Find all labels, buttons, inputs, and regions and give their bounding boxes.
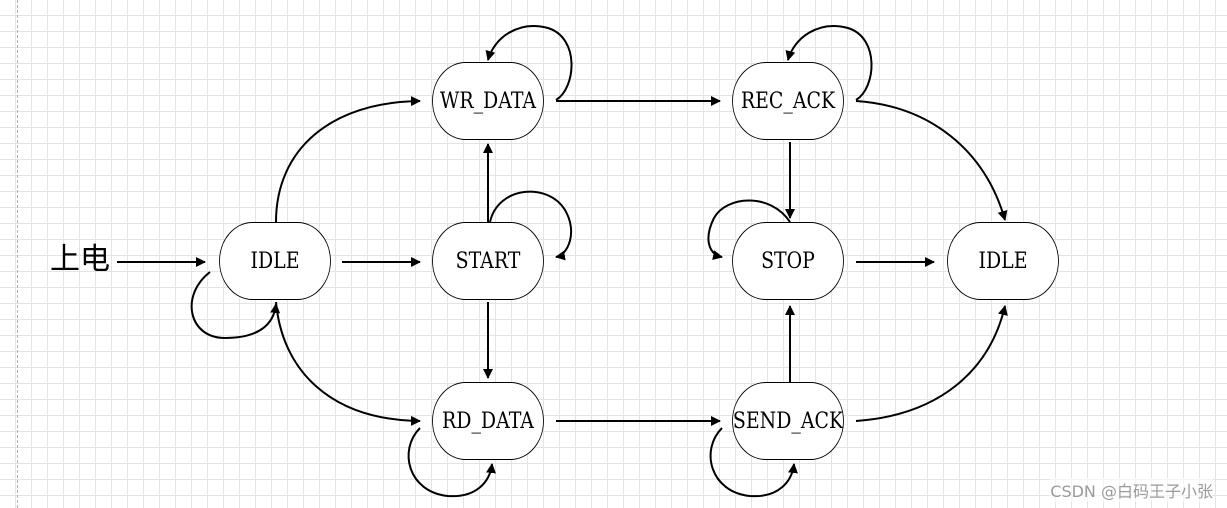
state-wr-data[interactable]: WR_DATA <box>432 62 544 140</box>
state-idle-end[interactable]: IDLE <box>947 222 1059 300</box>
loop-start <box>489 190 573 261</box>
loop-wrdata <box>485 25 573 101</box>
state-stop[interactable]: STOP <box>732 222 844 300</box>
state-rd-data[interactable]: RD_DATA <box>432 382 544 460</box>
arrow-idle-wrdata <box>275 96 421 223</box>
loop-rddata <box>407 427 496 498</box>
state-send-ack[interactable]: SEND_ACK <box>732 382 844 460</box>
power-on-label: 上电 <box>50 242 110 277</box>
loop-stop <box>707 199 791 260</box>
arrow-sendack-idleend <box>855 305 1008 422</box>
state-start[interactable]: START <box>432 222 544 300</box>
page-guide-line <box>17 0 18 508</box>
arrow-recack-idleend <box>855 100 1008 221</box>
state-rec-ack[interactable]: REC_ACK <box>732 62 844 140</box>
state-idle[interactable]: IDLE <box>219 222 331 300</box>
loop-recack <box>785 25 873 101</box>
watermark: CSDN @白码王子小张 <box>1050 478 1213 502</box>
loop-sendack <box>709 427 798 498</box>
arrow-idle-rddata <box>275 301 421 426</box>
loop-idle <box>190 271 281 340</box>
